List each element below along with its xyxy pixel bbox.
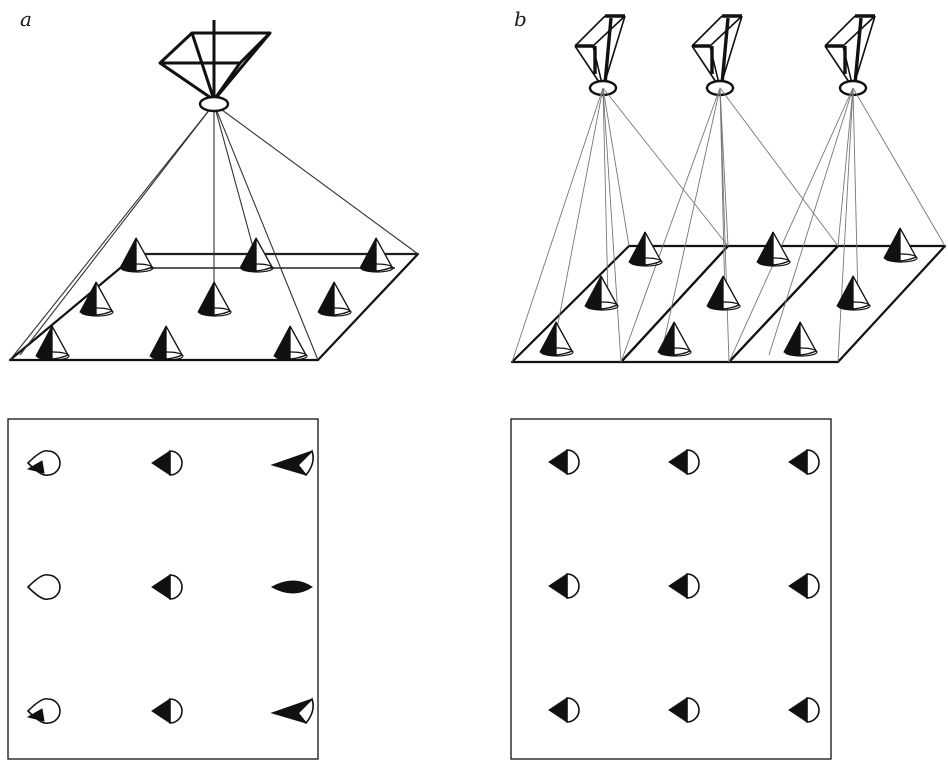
camera-b-3 bbox=[728, 14, 946, 363]
view-b-symbol-r3c2 bbox=[668, 697, 700, 723]
lens-a bbox=[198, 95, 230, 113]
scene-a bbox=[8, 20, 420, 362]
view-b-symbol-r2c2 bbox=[668, 573, 700, 599]
cones-b bbox=[539, 227, 918, 357]
cone-a-1 bbox=[119, 237, 154, 273]
cone-b-9 bbox=[783, 321, 818, 357]
view-a-symbol-r2c1 bbox=[26, 573, 61, 601]
view-a-symbol-r3c2 bbox=[151, 698, 183, 724]
view-b-symbol-r3c3 bbox=[788, 697, 820, 723]
view-a-symbol-r1c2 bbox=[151, 450, 183, 476]
cone-b-3 bbox=[883, 227, 918, 263]
view-b-symbol-r3c1 bbox=[548, 697, 580, 723]
view-a-symbol-r1c1 bbox=[26, 449, 61, 477]
cone-a-9 bbox=[273, 325, 308, 361]
view-b-symbol-r1c1 bbox=[548, 449, 580, 475]
scene-b bbox=[510, 14, 947, 364]
cone-a-6 bbox=[317, 281, 352, 317]
cone-a-8 bbox=[149, 325, 184, 361]
cone-a-3 bbox=[359, 237, 394, 273]
cone-b-8 bbox=[657, 321, 692, 357]
cone-b-5 bbox=[706, 275, 741, 311]
panel-label-b: b bbox=[514, 7, 527, 31]
cone-b-1 bbox=[628, 231, 663, 267]
view-b-symbol-r2c3 bbox=[788, 573, 820, 599]
view-b-symbol-r1c2 bbox=[668, 449, 700, 475]
camera-b-1 bbox=[511, 14, 729, 363]
view-symbols-b bbox=[548, 449, 820, 723]
view-a-symbol-r1c3 bbox=[270, 449, 314, 477]
cone-b-7 bbox=[539, 321, 574, 357]
camera-rays-b-2 bbox=[620, 87, 839, 363]
cameras-b bbox=[511, 14, 946, 363]
cone-b-4 bbox=[584, 275, 619, 311]
cone-b-2 bbox=[756, 231, 791, 267]
view-a-symbol-r3c1 bbox=[26, 697, 61, 725]
camera-rays-a bbox=[9, 103, 419, 361]
cone-b-6 bbox=[836, 275, 871, 311]
view-a-symbol-r2c3 bbox=[270, 580, 313, 594]
cones-a bbox=[35, 237, 394, 361]
camera-rays-b-1 bbox=[511, 87, 729, 363]
cone-a-5 bbox=[197, 281, 232, 317]
cone-a-4 bbox=[79, 281, 114, 317]
camera-b-2 bbox=[620, 14, 839, 363]
camera-rays-b-3 bbox=[728, 87, 946, 363]
view-a-symbol-r3c3 bbox=[270, 697, 314, 725]
view-symbols-a bbox=[26, 449, 314, 725]
view-b-symbol-r1c3 bbox=[788, 449, 820, 475]
panel-label-a: a bbox=[20, 7, 32, 31]
view-a-symbol-r2c2 bbox=[151, 574, 183, 600]
camera-a bbox=[158, 20, 272, 113]
cone-a-7 bbox=[35, 325, 70, 361]
view-b-symbol-r2c1 bbox=[548, 573, 580, 599]
cone-a-2 bbox=[239, 237, 274, 273]
